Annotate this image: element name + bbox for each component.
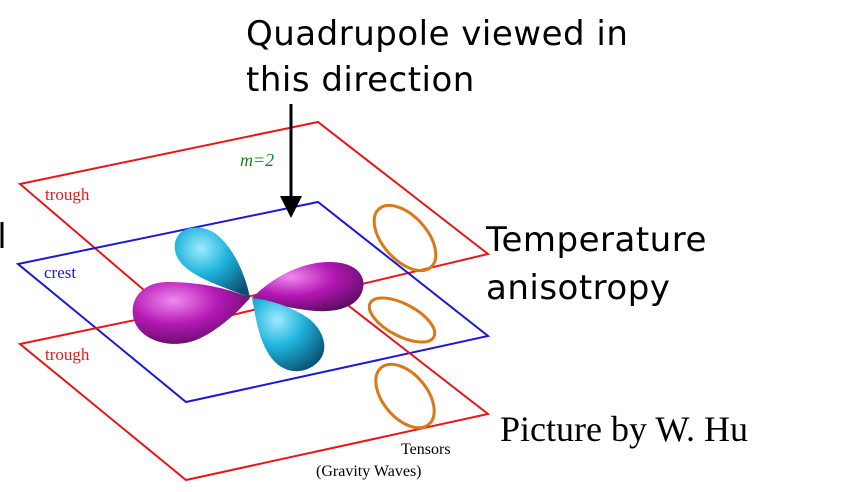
middle-plane-label: crest	[44, 263, 76, 282]
anisotropy-ring-middle	[367, 296, 437, 344]
side-label-line-2: anisotropy	[486, 268, 671, 308]
lobe-magenta-right	[252, 262, 364, 312]
middle-crest-plane	[15, 200, 491, 404]
lobe-cyan-front	[252, 298, 325, 372]
quadrupole-lobes	[132, 227, 364, 372]
anisotropy-ring-bottom	[374, 362, 436, 430]
bottom-plane-label: trough	[45, 345, 90, 364]
top-trough-plane	[17, 120, 491, 328]
mode-label: m=2	[240, 150, 274, 170]
picture-credit: Picture by W. Hu	[500, 409, 748, 449]
headline-line-1: Quadrupole viewed in	[246, 14, 629, 54]
top-plane-label: trough	[45, 185, 90, 204]
lobe-magenta-left	[132, 282, 250, 344]
footer-line-2: (Gravity Waves)	[316, 463, 422, 480]
lobe-cyan-back	[174, 227, 250, 298]
anisotropy-ring-top	[372, 203, 438, 273]
view-direction-arrow-head	[280, 196, 302, 218]
footer-line-1: Tensors	[401, 441, 451, 458]
side-label-line-1: Temperature	[486, 220, 707, 260]
headline-line-2: this direction	[246, 60, 475, 100]
